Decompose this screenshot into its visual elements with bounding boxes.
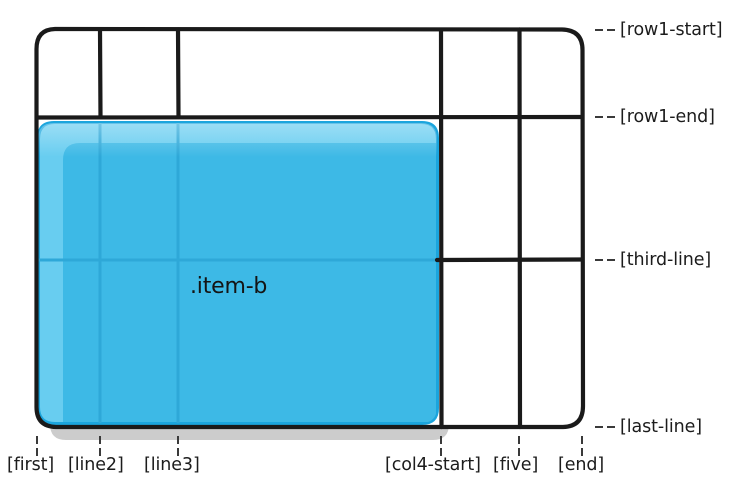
row-label-row1-end: [row1-end] (620, 107, 715, 127)
column-label-col4-start: [col4-start] (385, 455, 481, 475)
row-label-third-line: [third-line] (620, 250, 712, 270)
col-line-line3-top (175, 27, 181, 120)
grid-outer-border (34, 26, 586, 430)
col-line-line2-top (97, 27, 103, 120)
grid-lines (34, 26, 586, 430)
column-label-line2: [line2] (68, 455, 124, 475)
column-label-first: [first] (7, 455, 55, 475)
row-leader-dashes (595, 29, 615, 428)
item-b-rect[interactable] (37, 121, 439, 425)
column-label-end: [end] (558, 455, 605, 475)
column-tick-marks (36, 436, 583, 456)
col-line-five (517, 27, 523, 430)
col-line-col4-start (438, 27, 444, 430)
item-internal-gridlines (38, 123, 437, 423)
row-label-last-line: [last-line] (620, 417, 703, 437)
column-label-line3: [line3] (144, 455, 200, 475)
item-b-label: .item-b (190, 274, 268, 299)
column-label-five: [five] (493, 455, 539, 475)
row-label-row1-start: [row1-start] (620, 20, 723, 40)
row-line-third-line (434, 257, 585, 263)
row-line-row1-end (34, 114, 585, 120)
